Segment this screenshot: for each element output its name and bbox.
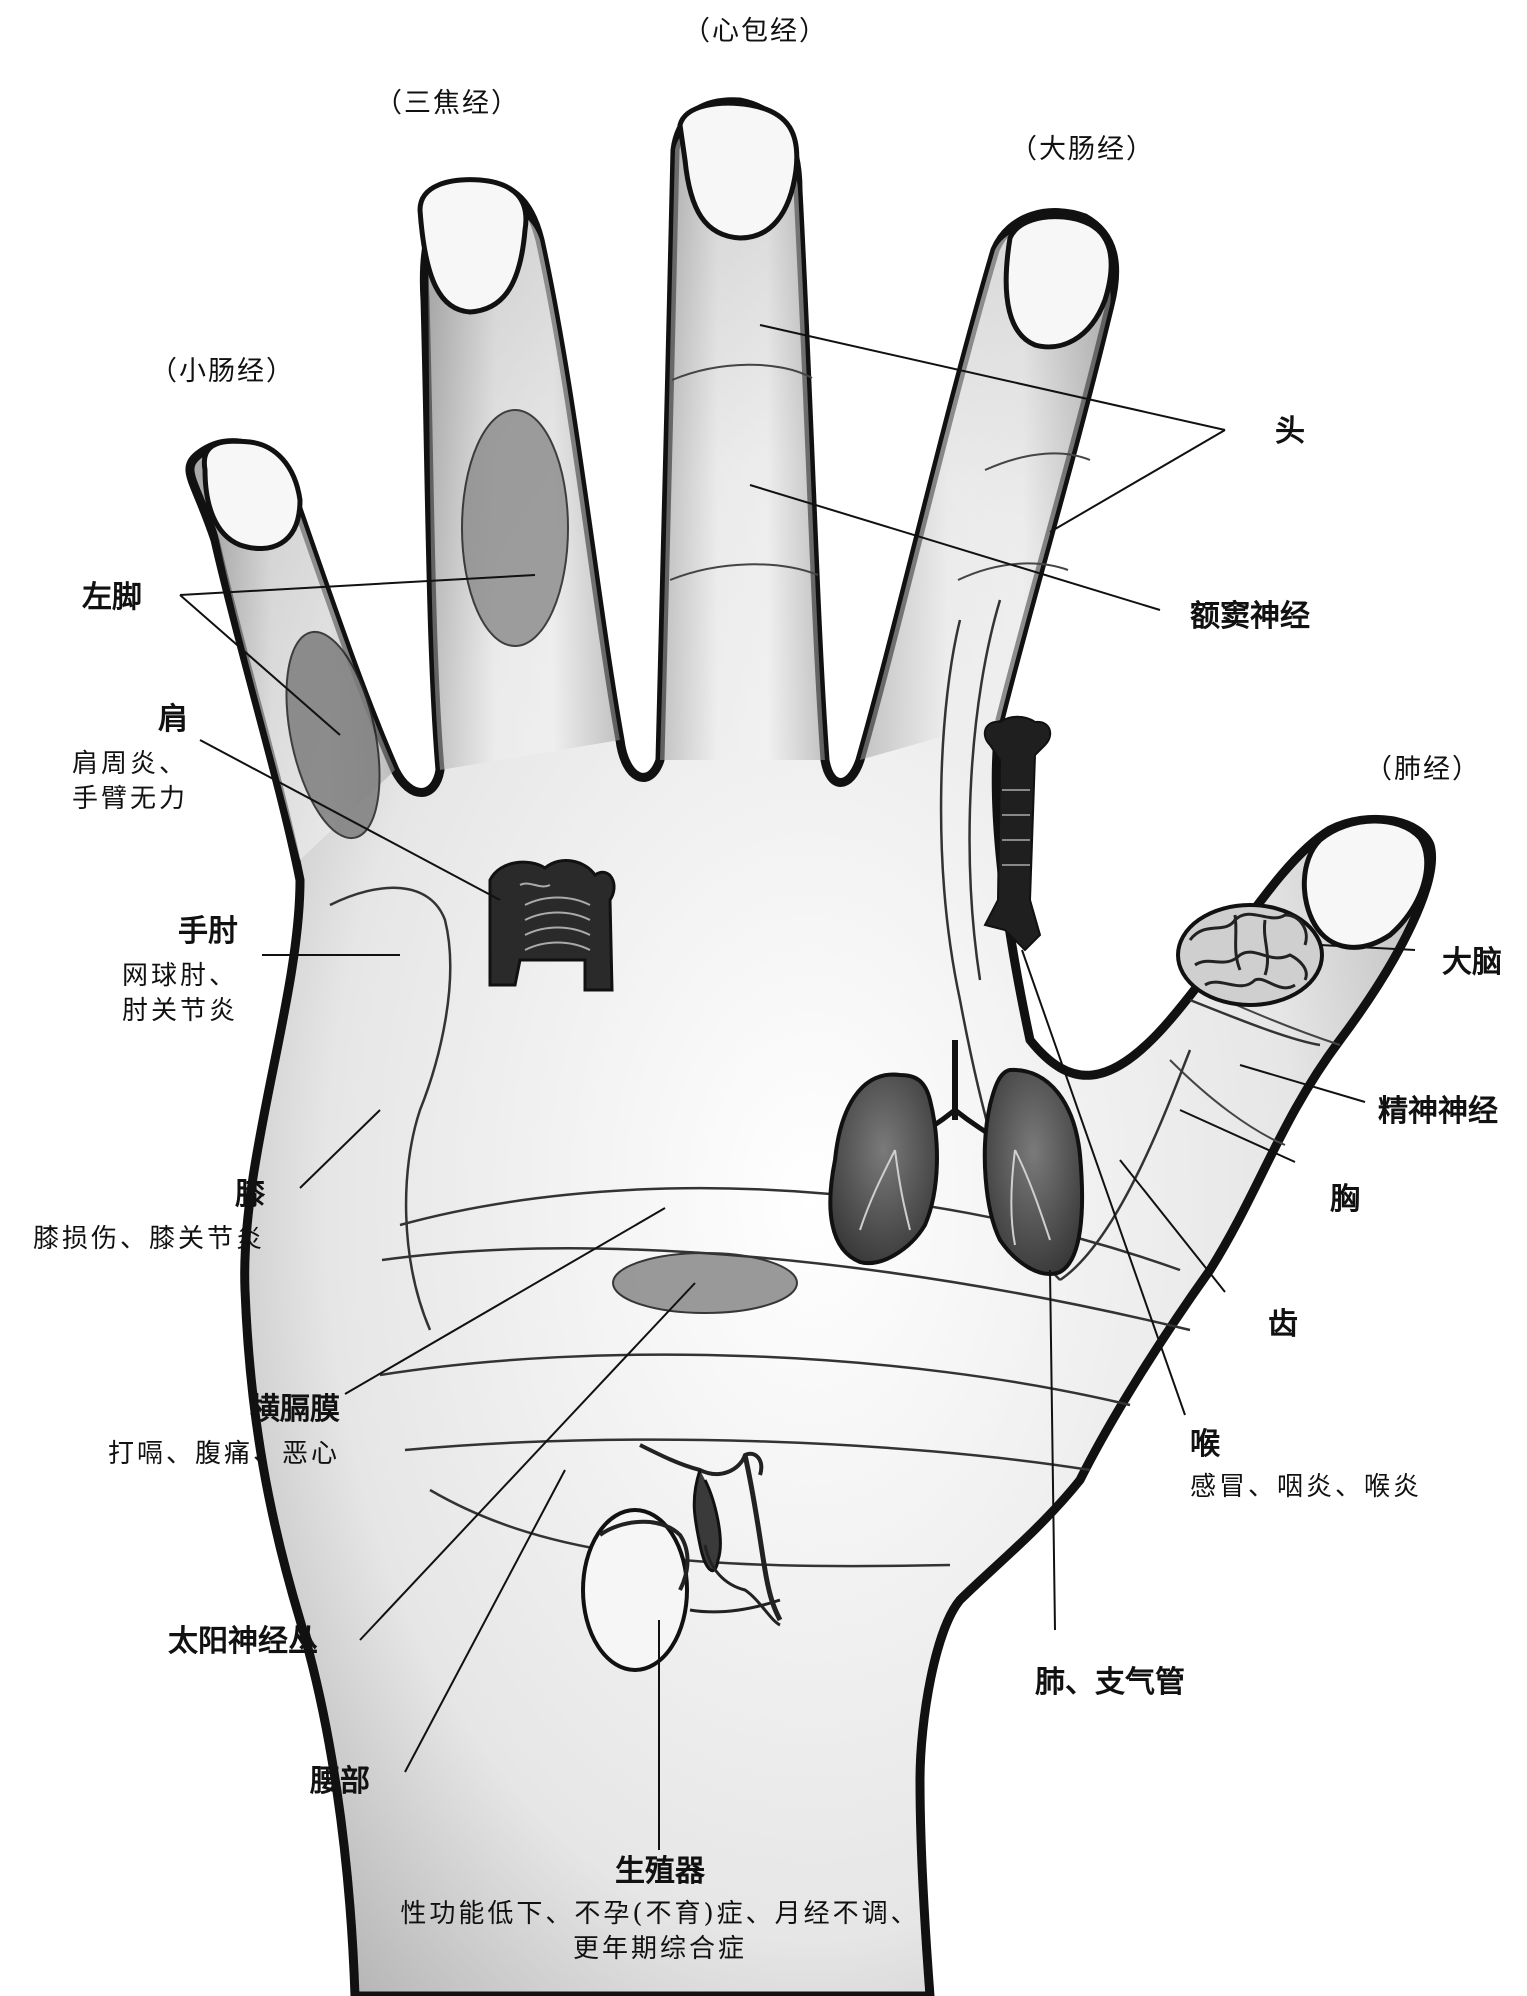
label-waist: 腰部 <box>310 1762 370 1803</box>
label-diaphragm: 横膈膜 打嗝、腹痛、恶心 <box>70 1390 340 1472</box>
label-mental-nerve: 精神神经 <box>1378 1092 1498 1133</box>
elbow-symptom-1: 网球肘、 <box>60 959 238 994</box>
label-genital: 生殖器 性功能低下、不孕(不育)症、月经不调、 更年期综合症 <box>370 1852 950 1967</box>
label-sinus-nerve: 额窦神经 <box>1190 597 1310 638</box>
label-brain: 大脑 <box>1442 943 1502 984</box>
genital-symptom-2: 更年期综合症 <box>370 1932 950 1967</box>
knee-symptoms: 膝损伤、膝关节炎 <box>10 1222 265 1257</box>
label-throat: 喉 感冒、咽炎、喉炎 <box>1190 1425 1422 1505</box>
label-chest: 胸 <box>1330 1180 1360 1221</box>
label-shoulder: 肩 肩周炎、 手臂无力 <box>30 700 188 817</box>
shoulder-symptom-2: 手臂无力 <box>30 782 188 817</box>
brain-icon <box>1178 905 1322 1005</box>
zone-ring-finger-oval <box>462 410 568 646</box>
genital-symptom-1: 性功能低下、不孕(不育)症、月经不调、 <box>370 1897 950 1932</box>
throat-title: 喉 <box>1190 1425 1422 1466</box>
label-lung-bronchi: 肺、支气管 <box>1035 1663 1185 1704</box>
knee-title: 膝 <box>10 1175 265 1216</box>
shoulder-symptom-1: 肩周炎、 <box>30 747 188 782</box>
label-left-foot: 左脚 <box>82 578 142 619</box>
label-solar-plexus: 太阳神经丛 <box>168 1622 318 1663</box>
elbow-symptom-2: 肘关节炎 <box>60 994 238 1029</box>
diaphragm-title: 横膈膜 <box>70 1390 340 1431</box>
throat-symptoms: 感冒、咽炎、喉炎 <box>1190 1470 1422 1505</box>
zone-solar-plexus-oval <box>613 1253 797 1313</box>
nail-ring <box>420 180 526 312</box>
label-knee: 膝 膝损伤、膝关节炎 <box>10 1175 265 1257</box>
label-pericardium-meridian: （心包经） <box>683 14 828 50</box>
diaphragm-symptoms: 打嗝、腹痛、恶心 <box>70 1437 340 1472</box>
label-elbow: 手肘 网球肘、 肘关节炎 <box>60 912 238 1029</box>
hand-outline <box>190 102 1432 1996</box>
label-large-intestine-meridian: （大肠经） <box>1010 132 1155 168</box>
elbow-title: 手肘 <box>60 912 238 953</box>
label-teeth: 齿 <box>1268 1305 1298 1346</box>
label-small-intestine-meridian: （小肠经） <box>150 354 295 390</box>
genital-title: 生殖器 <box>370 1852 950 1893</box>
label-triple-burner-meridian: （三焦经） <box>375 86 520 122</box>
shoulder-title: 肩 <box>30 700 188 741</box>
label-lung-meridian: （肺经） <box>1365 752 1481 788</box>
label-head: 头 <box>1275 412 1305 453</box>
